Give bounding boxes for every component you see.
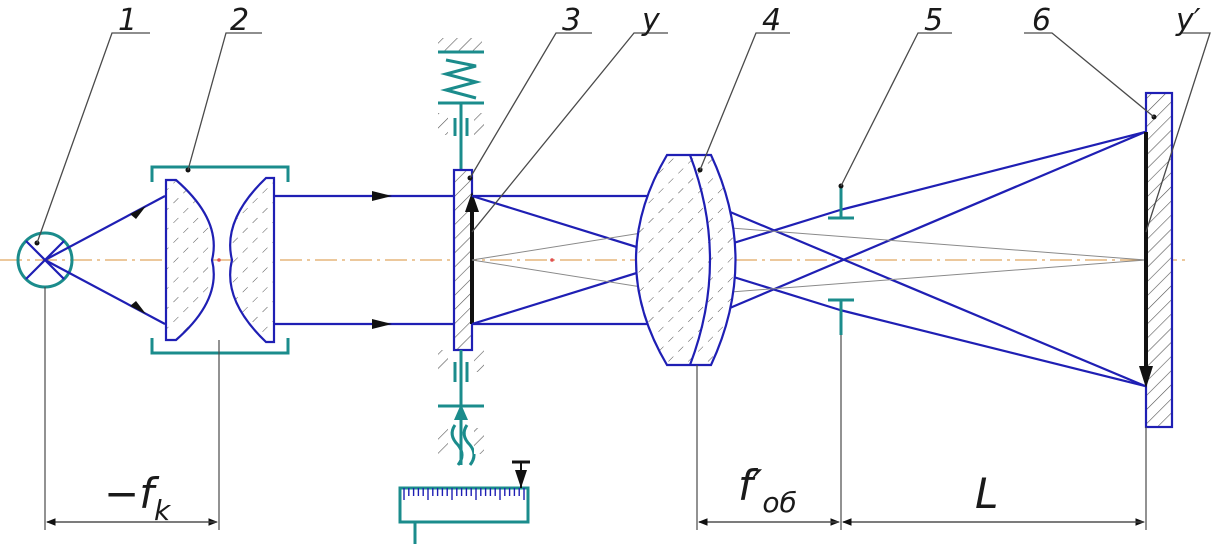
label-3: 3 [562,3,581,38]
source-rays [44,195,166,325]
label-5: 5 [924,3,943,38]
leader-lines [36,32,1211,244]
dimension-lines [44,287,1147,530]
image-rays [471,130,1146,388]
dimension-L: L [975,469,998,518]
reticle-assembly [398,38,530,544]
label-y: y [641,3,661,38]
scale-ticks [403,488,525,500]
label-6: 6 [1032,3,1051,38]
label-2: 2 [230,3,249,38]
dimension-minus-fk: −fk [104,469,172,527]
label-4: 4 [762,3,781,38]
screen [1139,91,1174,429]
collimated-beam [274,191,458,329]
objective-lens [634,153,737,367]
dimension-f-ob: f′об [738,461,797,519]
label-y-prime: y′ [1175,3,1201,38]
label-1: 1 [118,3,137,38]
aperture-stop [828,183,854,335]
condenser [150,165,290,355]
